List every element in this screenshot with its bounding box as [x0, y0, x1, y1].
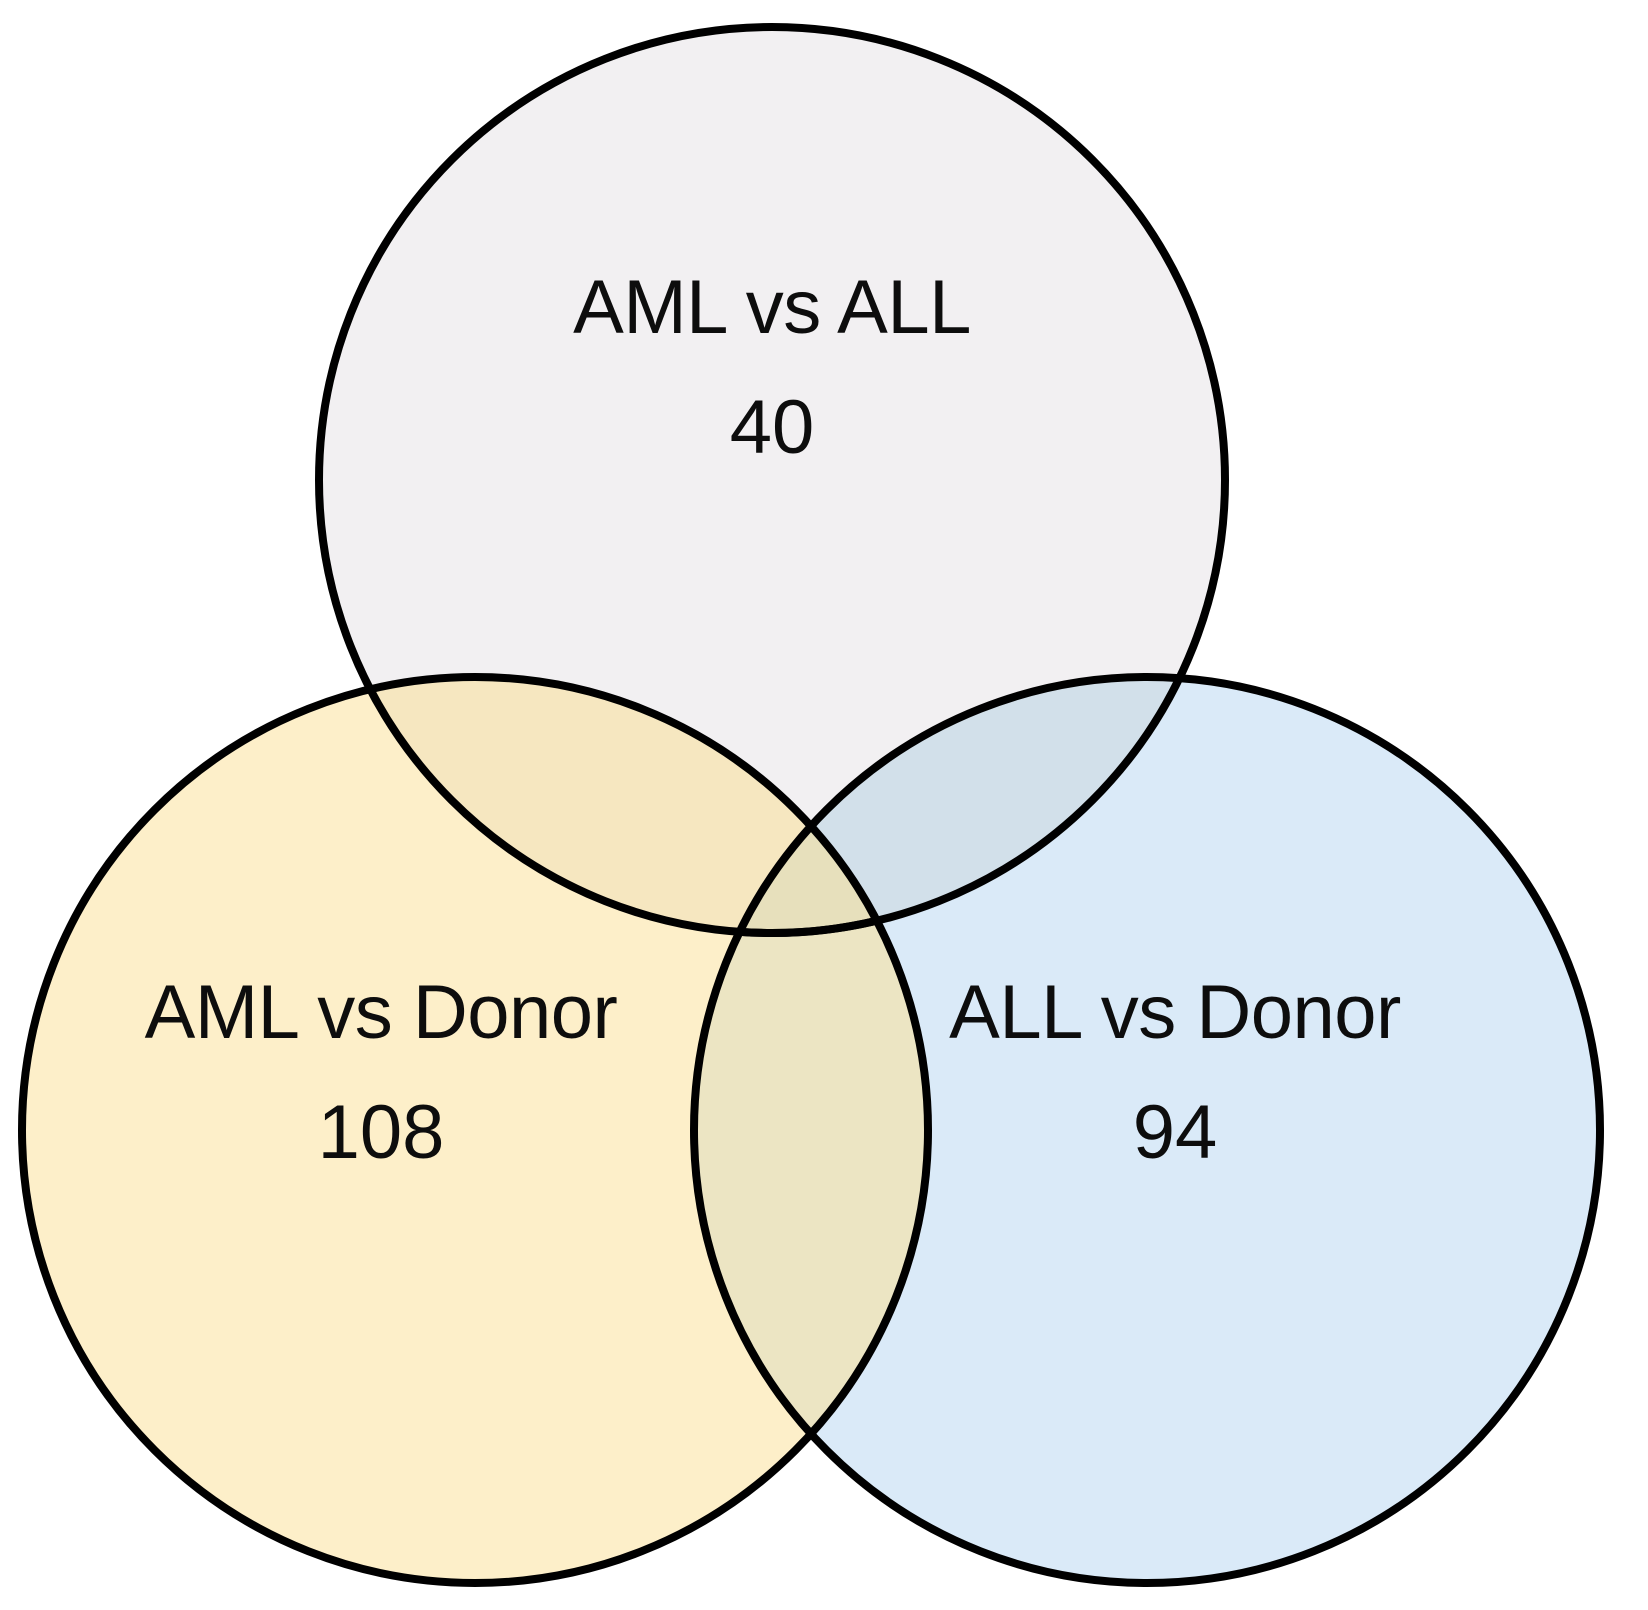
venn-outline-top-exposed [735, 916, 881, 937]
venn-outline-left [18, 673, 932, 1587]
venn-outlines [18, 23, 1604, 1587]
venn-overlap-top-left [319, 677, 928, 933]
venn-overlap-top-right [694, 677, 1225, 933]
venn-outline-right [690, 673, 1604, 1587]
